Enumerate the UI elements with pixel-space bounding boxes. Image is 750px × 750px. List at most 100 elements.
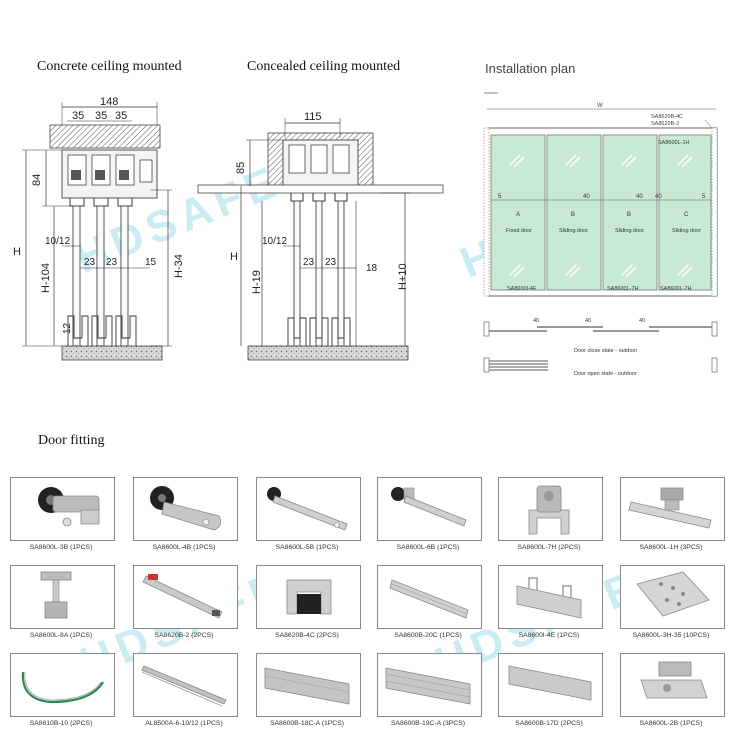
close-40c: 40	[639, 318, 645, 324]
fitting-label-12: SA8600L-3H-35 (10PCS)	[632, 632, 710, 639]
fitting-thumb-16	[377, 653, 482, 717]
fitting-thumb-2	[133, 477, 238, 541]
fitting-thumb-17	[498, 653, 603, 717]
installation-plan: W SA8620B-4C SA8620B-2 SA8600L-1H 5 40 4…	[483, 92, 718, 377]
dim-h10: H+10	[397, 263, 409, 290]
title-concrete: Concrete ceiling mounted	[37, 59, 182, 74]
fitting-label-11: SA8600I-4E (1PCS)	[518, 632, 580, 639]
fitting-thumb-4	[377, 477, 482, 541]
track-rail-double-icon	[385, 667, 471, 705]
fitting-thumb-10	[377, 565, 482, 629]
plan-name-c: Sliding door	[672, 228, 701, 234]
floor-slab	[61, 345, 163, 361]
fitting-thumb-9	[256, 565, 361, 629]
dim-12: 12	[62, 322, 73, 334]
ceiling-slab	[49, 124, 161, 149]
plan-overlap-c: 40	[655, 194, 662, 200]
damper-icon	[142, 574, 223, 619]
plan-w: W	[597, 103, 603, 109]
plan-name-b2: Sliding door	[615, 228, 644, 234]
fitting-label-6: SA8600L-1H (3PCS)	[639, 544, 703, 551]
title-installation: Installation plan	[485, 61, 576, 76]
fitting-thumb-8	[133, 565, 238, 629]
fitting-label-2: SA8600L-4B (1PCS)	[152, 544, 216, 551]
plan-gap-left: 5	[498, 194, 502, 200]
plan-letter-a: A	[516, 212, 520, 218]
track-connector-icon	[628, 487, 712, 529]
open-state: Door open state - outdoor	[574, 371, 637, 377]
fitting-label-4: SA8600L-6B (1PCS)	[396, 544, 460, 551]
fitting-label-14: AL8500A-6-10/12 (1PCS)	[145, 720, 223, 727]
floor-clamp-icon	[640, 661, 708, 699]
fitting-thumb-7	[10, 565, 115, 629]
plan-overlap-a: 40	[583, 194, 590, 200]
fitting-label-18: SA8600L-2B (1PCS)	[639, 720, 703, 727]
plan-part-2: SA8620B-2	[651, 121, 679, 127]
close-state: Door close state - outdoor	[574, 348, 637, 354]
fitting-label-15: SA8600B-18C-A (1PCS)	[269, 720, 345, 727]
dim-84: 84	[31, 174, 43, 186]
fitting-label-5: SA8600L-7H (2PCS)	[517, 544, 581, 551]
fitting-label-3: SA8600L-5B (1PCS)	[275, 544, 339, 551]
dim-15: 15	[145, 257, 157, 268]
mounting-plate-icon	[636, 571, 710, 617]
concrete-mount-drawing: 148 35 35 35 H 84 H-104	[13, 96, 185, 361]
plan-part-4e: SA8600I-4E	[507, 286, 537, 292]
dim-35a: 35	[72, 110, 84, 122]
cover-profile-icon	[508, 665, 592, 701]
end-stop-icon	[286, 579, 332, 615]
dim-23b-mid: 23	[325, 257, 337, 268]
fitting-label-8: SA8620B-2 (2PCS)	[154, 632, 214, 639]
concealed-mount-drawing: 115 H 85 H-19 H+10 10/12 23 23 18	[197, 111, 444, 361]
dim-23a: 23	[84, 257, 96, 268]
dim-23a-mid: 23	[303, 257, 315, 268]
dim-18: 18	[366, 263, 378, 274]
fitting-thumb-12	[620, 565, 725, 629]
fitting-thumb-11	[498, 565, 603, 629]
fitting-thumb-5	[498, 477, 603, 541]
plan-gap-right: 5	[702, 194, 706, 200]
close-40a: 40	[533, 318, 539, 324]
fitting-thumb-1	[10, 477, 115, 541]
fitting-thumb-3	[256, 477, 361, 541]
track-rail-icon	[264, 667, 350, 705]
floor-guide-icon	[516, 577, 582, 619]
glass-clamp-icon	[528, 485, 570, 535]
dim-35c: 35	[115, 110, 127, 122]
fitting-label-16: SA8600B-19C-A (3PCS)	[390, 720, 466, 727]
dim-1012-mid: 10/12	[262, 236, 287, 247]
dim-h34: H-34	[173, 254, 185, 278]
plan-name-a: Fixed door	[506, 228, 532, 234]
plan-overlap-b: 40	[636, 194, 643, 200]
fitting-thumb-15	[256, 653, 361, 717]
dim-1012: 10/12	[45, 236, 70, 247]
dim-h-mid: H	[230, 251, 238, 263]
wheel-arm-icon	[267, 487, 348, 531]
wheel-hanger-icon	[38, 487, 100, 527]
plan-part-1h: SA8600L-1H	[658, 140, 690, 146]
fitting-label-9: SA8620B-4C (2PCS)	[275, 632, 339, 639]
title-fitting: Door fitting	[38, 433, 105, 448]
dim-148: 148	[100, 96, 118, 108]
dim-h: H	[13, 246, 21, 258]
plan-part-7h-b: SA8600L-7H	[660, 286, 692, 292]
title-concealed: Concealed ceiling mounted	[247, 59, 401, 74]
rubber-seal-icon	[21, 671, 104, 704]
fitting-thumb-6	[620, 477, 725, 541]
fitting-thumb-13	[10, 653, 115, 717]
fitting-label-13: SA8610B-10 (2PCS)	[29, 720, 93, 727]
bracket-icon	[40, 571, 72, 619]
dim-h19: H-19	[251, 270, 263, 294]
plan-letter-b1: B	[571, 212, 575, 218]
fitting-thumb-18	[620, 653, 725, 717]
fitting-label-10: SA8600B-20C (1PCS)	[394, 632, 462, 639]
wheel-plate-icon	[150, 486, 222, 531]
dim-23b: 23	[106, 257, 118, 268]
fitting-label-17: SA8600B-17D (2PCS)	[515, 720, 583, 727]
wheel-arm-short-icon	[391, 487, 467, 527]
rail-profile-icon	[389, 579, 469, 619]
u-channel-icon	[141, 665, 227, 707]
plan-name-b1: Sliding door	[559, 228, 588, 234]
fitting-thumb-14	[133, 653, 238, 717]
fitting-label-1: SA8600L-3B (1PCS)	[29, 544, 93, 551]
